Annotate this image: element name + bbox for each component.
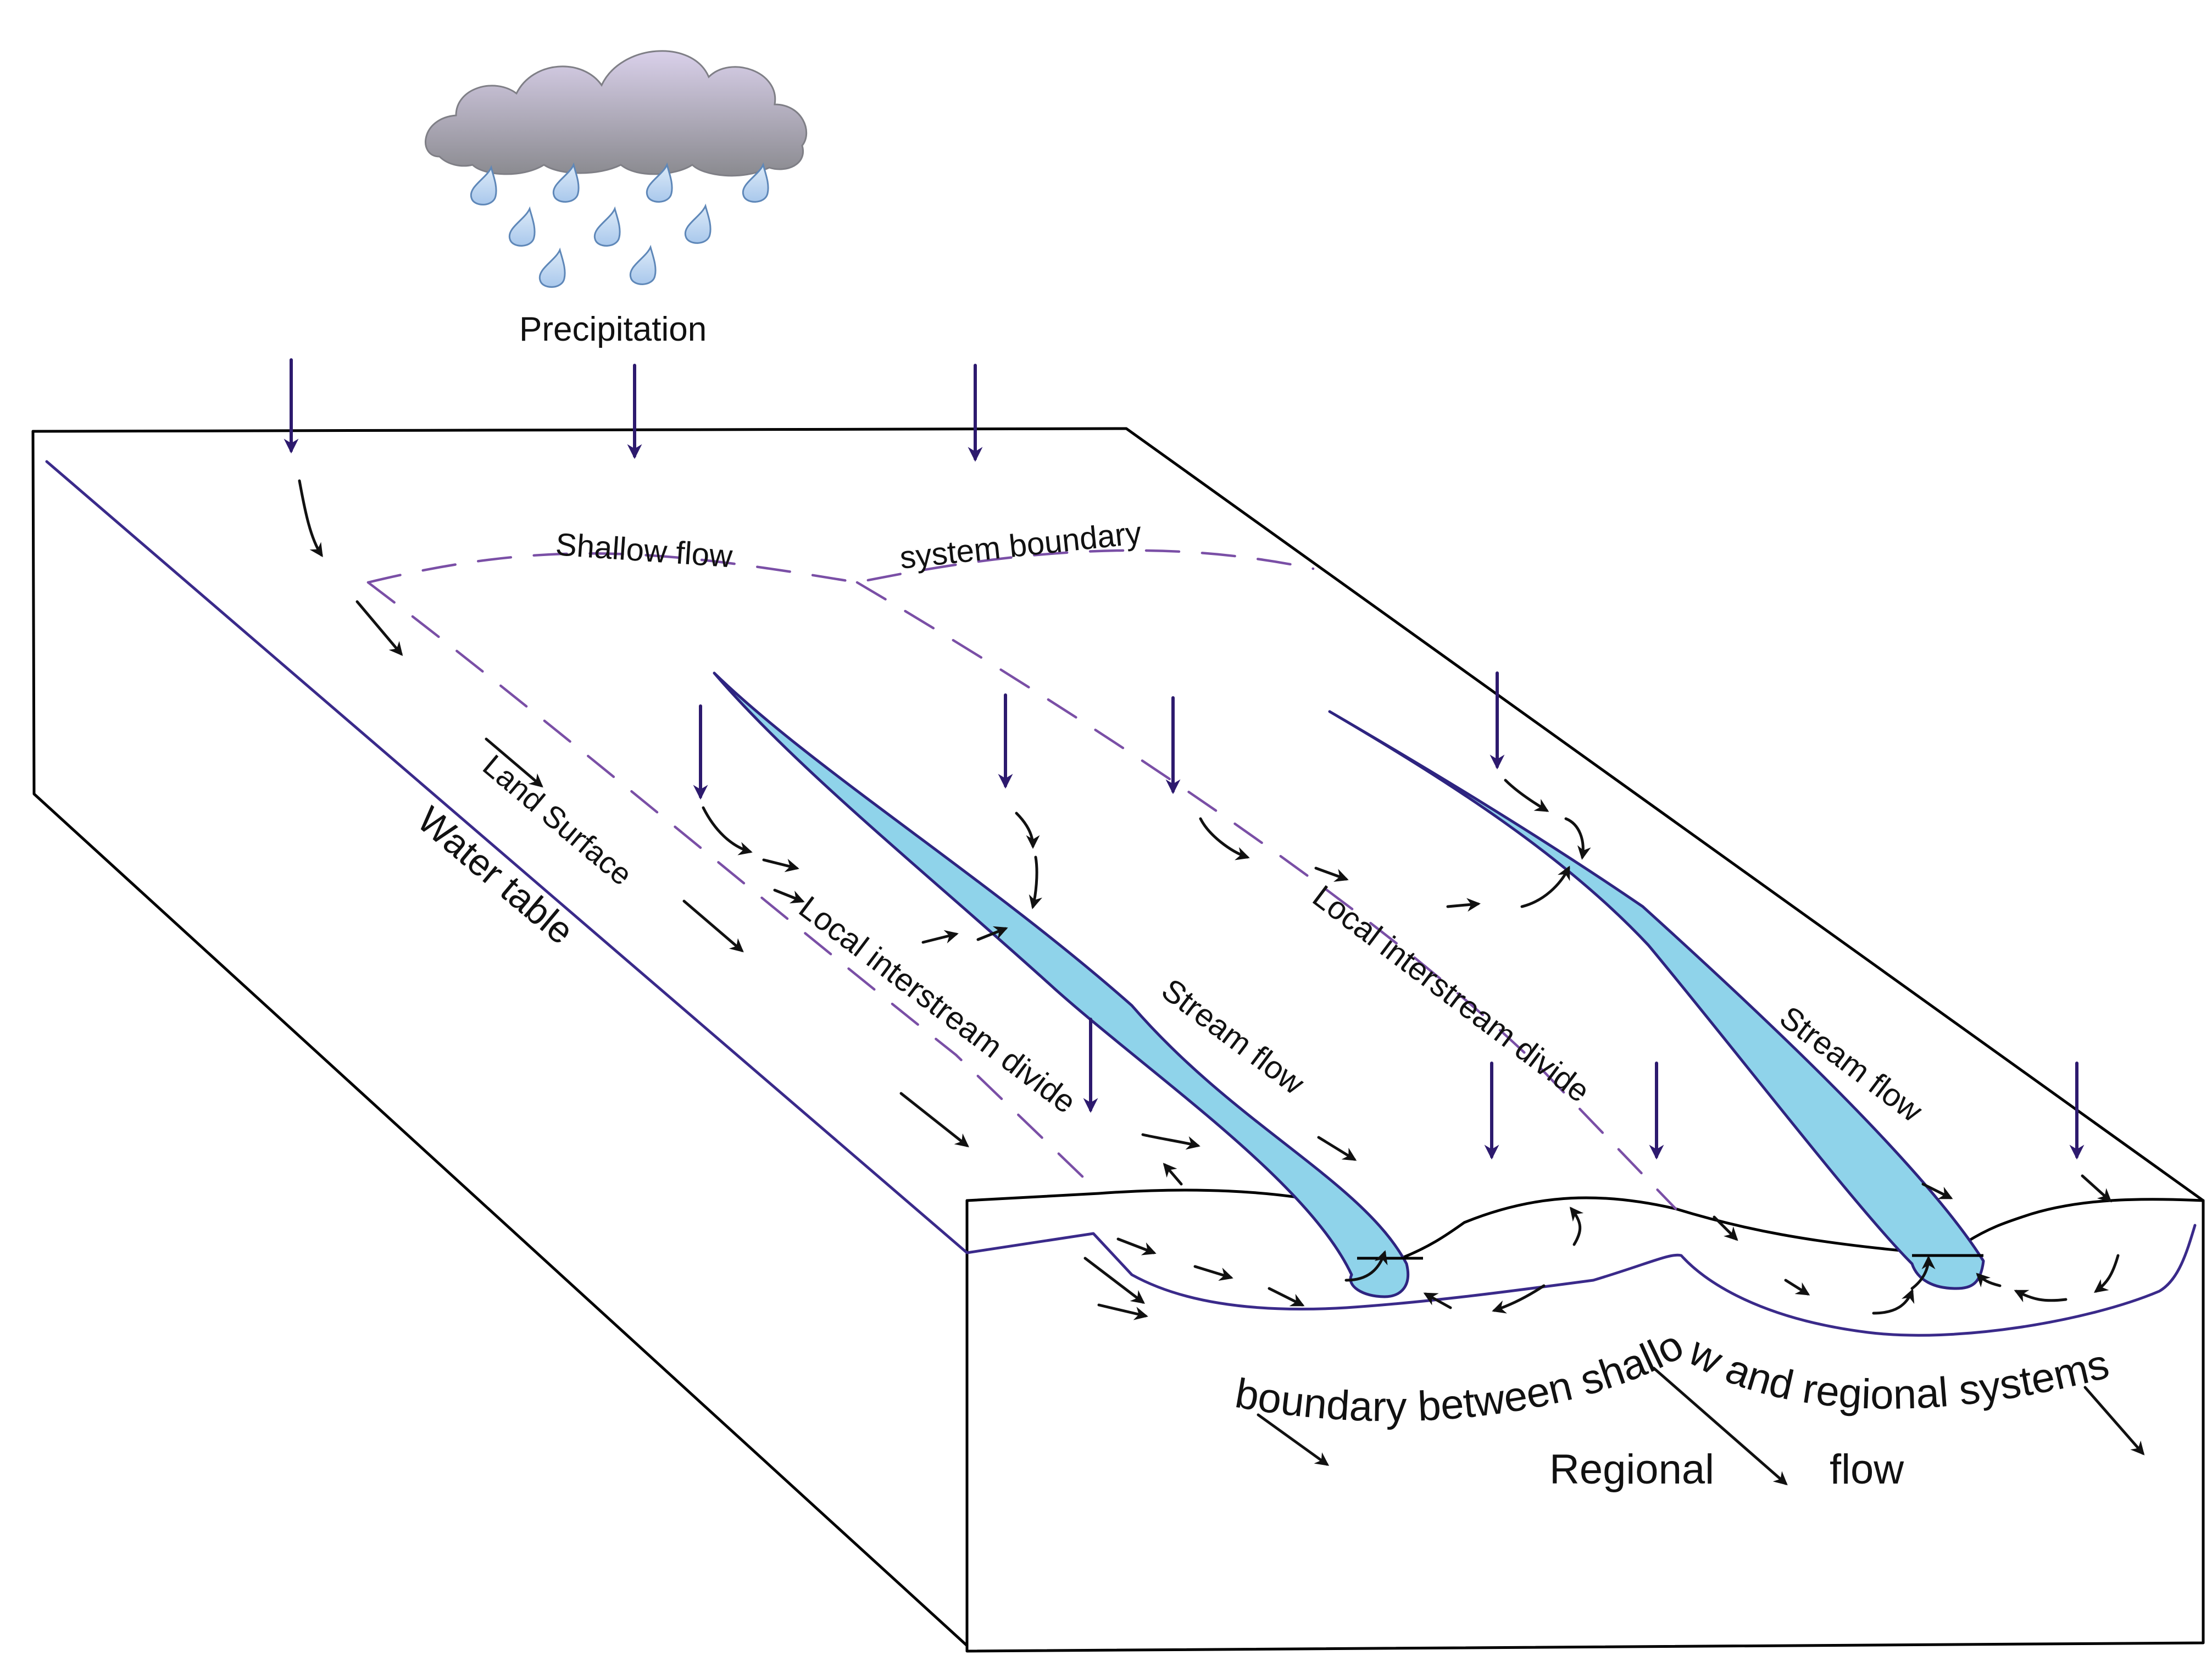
flow-label: flow bbox=[1830, 1446, 1904, 1493]
flow-arrow bbox=[1652, 1366, 1788, 1486]
flow-arrow bbox=[762, 858, 799, 873]
flow-arrow bbox=[1910, 1256, 1936, 1290]
flow-arrow bbox=[1564, 817, 1591, 860]
flow-arrow bbox=[1257, 1413, 1330, 1466]
regional-label: Regional bbox=[1549, 1446, 1714, 1493]
flow-arrow bbox=[1504, 779, 1549, 812]
shallow-flow-label: Shallow flow bbox=[554, 526, 734, 574]
flow-arrow bbox=[2014, 1290, 2068, 1303]
flow-arrow bbox=[1713, 1215, 1738, 1241]
raindrop-icon bbox=[470, 165, 497, 205]
flow-arrow bbox=[1141, 1133, 1201, 1150]
flow-arrow bbox=[2083, 1386, 2145, 1456]
raindrop-icon bbox=[742, 162, 769, 203]
flow-arrow bbox=[1976, 1273, 2002, 1287]
flow-arrow bbox=[1314, 866, 1349, 882]
flow-arrow bbox=[298, 479, 323, 558]
shallow-flow-system-boundary bbox=[366, 549, 1677, 1210]
flow-arrow bbox=[1520, 865, 1570, 908]
flow-arrow bbox=[1492, 1284, 1546, 1314]
flow-arrow bbox=[899, 1092, 969, 1148]
flow-arrow bbox=[1268, 1287, 1305, 1307]
raindrop-icon bbox=[593, 206, 621, 247]
raindrop-icon bbox=[684, 203, 712, 244]
flow-arrow bbox=[1097, 1303, 1148, 1320]
precipitation-label: Precipitation bbox=[519, 310, 707, 348]
stream-2 bbox=[1328, 710, 1985, 1290]
raindrops bbox=[470, 162, 769, 288]
block-outline bbox=[31, 427, 2205, 1653]
rain-cloud-icon bbox=[425, 50, 808, 177]
raindrop-icon bbox=[538, 247, 566, 288]
flow-arrow bbox=[1193, 1265, 1233, 1281]
flow-arrow bbox=[773, 888, 805, 904]
flow-arrow bbox=[976, 926, 1008, 941]
flow-arrow bbox=[1029, 856, 1042, 909]
flow-arrow bbox=[921, 930, 959, 944]
flow-arrow bbox=[1083, 1257, 1145, 1304]
flow-arrow bbox=[1872, 1288, 1915, 1315]
flow-arrow bbox=[2081, 1174, 2112, 1203]
water-table-line bbox=[45, 460, 2197, 1337]
flow-arrow bbox=[1163, 1163, 1183, 1186]
flow-arrow bbox=[1199, 817, 1250, 860]
flow-arrow bbox=[1015, 812, 1040, 849]
flow-arrow bbox=[1317, 1136, 1357, 1161]
flow-arrow bbox=[485, 737, 543, 788]
raindrop-icon bbox=[552, 162, 580, 203]
flow-arrow bbox=[1921, 1182, 1953, 1199]
land-surface-profile bbox=[965, 1188, 2205, 1260]
local-divide-1-label: Local interstream divide bbox=[792, 889, 1082, 1120]
groundwater-flow-arrows bbox=[298, 479, 2145, 1486]
flow-arrow bbox=[1446, 898, 1481, 912]
flow-arrow bbox=[1569, 1207, 1584, 1246]
system-boundary-label: system boundary bbox=[898, 515, 1143, 576]
raindrop-icon bbox=[508, 206, 536, 247]
flow-arrow bbox=[1784, 1279, 1810, 1296]
precipitation-arrows bbox=[284, 358, 2085, 1160]
shallow-regional-boundary-label: boundary between shallow and regional sy… bbox=[1232, 1321, 2113, 1430]
flow-arrow bbox=[1423, 1292, 1452, 1309]
flow-arrow bbox=[355, 600, 403, 656]
raindrop-icon bbox=[629, 245, 657, 285]
flow-arrow bbox=[1116, 1237, 1157, 1256]
raindrop-icon bbox=[646, 162, 673, 203]
local-divide-2-label: Local interstream divide bbox=[1306, 878, 1596, 1109]
flow-arrow bbox=[702, 806, 753, 856]
flow-arrow bbox=[1344, 1250, 1388, 1282]
stream-1 bbox=[713, 671, 1410, 1298]
flow-arrow bbox=[2094, 1254, 2120, 1293]
flow-arrow bbox=[682, 899, 744, 953]
